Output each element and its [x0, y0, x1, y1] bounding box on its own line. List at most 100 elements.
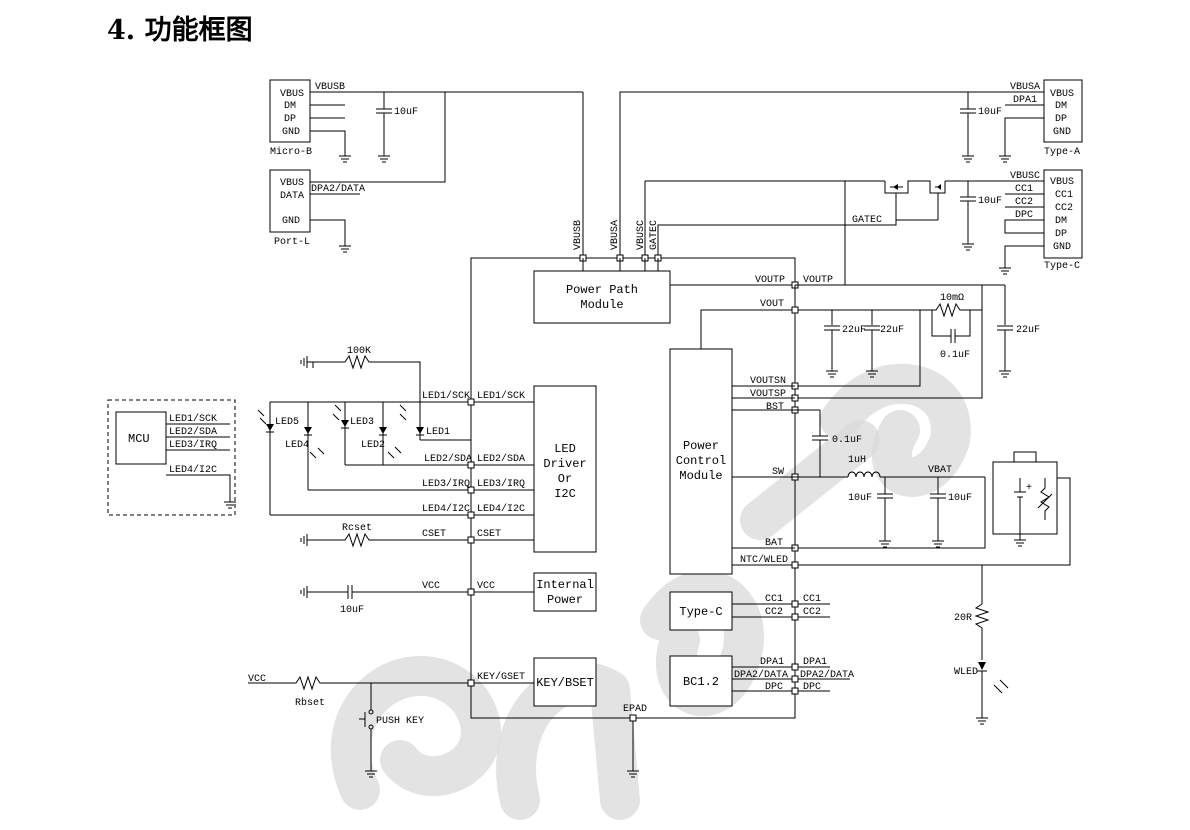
right-pin-voutsp: VOUTSP: [750, 389, 799, 402]
svg-text:CSET: CSET: [422, 529, 446, 540]
svg-text:BST: BST: [766, 402, 784, 413]
svg-text:DPA2/DATA: DPA2/DATA: [734, 669, 788, 681]
type-c-label: Type-C: [1044, 261, 1080, 272]
svg-text:BAT: BAT: [765, 538, 783, 549]
push-key-switch: [359, 709, 374, 730]
svg-text:VCC: VCC: [422, 581, 440, 592]
type-c-pin-cc2: CC2: [1055, 203, 1073, 214]
left-pin-key: KEY/GSET: [467, 671, 525, 687]
net-dpa2-data: DPA2/DATA: [311, 183, 365, 195]
svg-text:CSET: CSET: [477, 529, 501, 540]
top-pin-gatec: GATEC: [649, 220, 662, 262]
led4-label: LED4: [285, 440, 309, 451]
svg-text:LED1/SCK: LED1/SCK: [422, 390, 470, 402]
left-pin-vcc: VCC VCC: [422, 581, 495, 596]
led5-label: LED5: [275, 417, 299, 428]
micro-b-pin-vbus: VBUS: [280, 89, 304, 100]
led3-label: LED3: [350, 417, 374, 428]
mcu-pin-led4-i2c: LED4/I2C: [169, 464, 217, 476]
svg-text:NTC/WLED: NTC/WLED: [740, 554, 788, 566]
svg-text:VBUSC: VBUSC: [636, 220, 647, 250]
led1-diode: [416, 427, 424, 436]
right-pin-vout: VOUT: [760, 299, 799, 314]
net-vcc-label: VCC: [248, 674, 266, 685]
micro-b-pin-gnd: GND: [282, 127, 300, 138]
svg-text:VOUTP: VOUTP: [755, 275, 785, 286]
cap-vcc-label: 10uF: [340, 605, 364, 616]
cap-out2-label: 22uF: [880, 325, 904, 336]
mosfet-pair: [844, 180, 946, 285]
internal-power-line1: Internal: [536, 578, 594, 592]
type-c-block: [669, 591, 733, 631]
led-driver-block: [533, 385, 597, 553]
svg-text:GATEC: GATEC: [649, 220, 660, 250]
power-control-line1: Power: [683, 439, 719, 453]
port-l-connector: VBUS DATA GND Port-L: [269, 169, 311, 248]
micro-b-pin-dp: DP: [284, 114, 296, 125]
led-driver-line3: Or: [558, 472, 572, 486]
led1-label: LED1: [426, 427, 450, 438]
net-gatec: GATEC: [852, 215, 882, 226]
power-control-line3: Module: [679, 469, 722, 483]
svg-text:VOUTSN: VOUTSN: [750, 376, 786, 387]
right-pin-dpa2: DPA2/DATA DPA2/DATA: [734, 669, 854, 683]
inductor: [847, 471, 881, 478]
svg-text:VOUT: VOUT: [760, 299, 784, 310]
cap-microb-label: 10uF: [394, 107, 418, 118]
bc12-label: BC1.2: [683, 675, 719, 689]
type-a-pin-vbus: VBUS: [1050, 89, 1074, 100]
svg-text:DPC: DPC: [803, 682, 821, 693]
type-a-pin-gnd: GND: [1053, 127, 1071, 138]
res-pullup-label: 100K: [347, 346, 371, 357]
top-pin-vbusc: VBUSC: [636, 220, 649, 262]
svg-text:LED3/IRQ: LED3/IRQ: [422, 478, 470, 490]
led3-diode: [341, 420, 349, 429]
svg-text:+: +: [1026, 483, 1032, 494]
svg-text:CC1: CC1: [765, 594, 783, 605]
power-control-line2: Control: [676, 454, 726, 468]
svg-text:DPA2/DATA: DPA2/DATA: [800, 669, 854, 681]
type-c-pin-dp: DP: [1055, 229, 1067, 240]
svg-text:LED2/SDA: LED2/SDA: [477, 453, 525, 465]
key-bset-label: KEY/BSET: [536, 676, 594, 690]
mcu-dashed-boundary: [107, 399, 236, 516]
led2-diode: [379, 427, 387, 436]
svg-text:CC2: CC2: [803, 607, 821, 618]
led-driver-line4: I2C: [554, 487, 576, 501]
top-pin-vbusb: VBUSB: [573, 220, 587, 262]
cap-typea-label: 10uF: [978, 107, 1002, 118]
led2-label: LED2: [361, 440, 385, 451]
net-vbat: VBAT: [928, 465, 952, 476]
led4-diode: [304, 427, 312, 436]
res-bset-label: Rbset: [295, 697, 325, 709]
right-pin-bst: BST: [766, 402, 799, 414]
svg-text:VOUTSP: VOUTSP: [750, 389, 786, 400]
type-a-pin-dm: DM: [1055, 101, 1067, 112]
right-pin-ntc-wled: NTC/WLED: [740, 554, 799, 569]
type-c-connector: VBUS CC1 CC2 DM DP GND Type-C: [1043, 169, 1083, 272]
inductor-label: 1uH: [848, 455, 866, 466]
type-c-pin-vbus: VBUS: [1050, 177, 1074, 188]
micro-b-connector: VBUS DM DP GND Micro-B: [269, 79, 312, 158]
svg-text:VCC: VCC: [477, 581, 495, 592]
cap-out3-label: 22uF: [1016, 325, 1040, 336]
left-pin-cset: CSET CSET: [422, 529, 501, 544]
type-c-pin-cc1: CC1: [1055, 190, 1073, 201]
internal-power-line2: Power: [547, 593, 583, 607]
mcu-pin-led2-sda: LED2/SDA: [169, 426, 217, 438]
svg-text:LED4/I2C: LED4/I2C: [422, 503, 470, 515]
key-bset-block: [533, 657, 597, 707]
svg-text:VBUSA: VBUSA: [610, 220, 621, 250]
type-c-block-label: Type-C: [679, 605, 722, 619]
mcu-label: MCU: [128, 432, 150, 446]
type-a-pin-dp: DP: [1055, 114, 1067, 125]
mcu-block: [115, 411, 167, 465]
cap-bst-label: 0.1uF: [832, 435, 862, 446]
right-pin-voutsn: VOUTSN: [750, 376, 799, 390]
internal-power-block: [533, 572, 597, 612]
port-l-pin-gnd: GND: [282, 216, 300, 227]
